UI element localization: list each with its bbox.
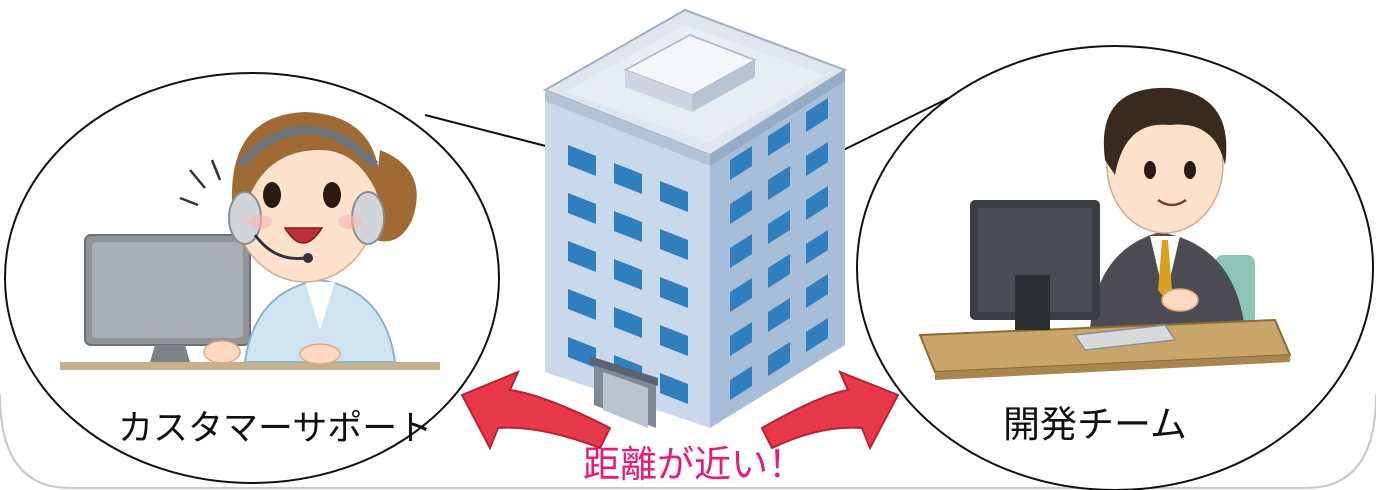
window (614, 307, 642, 338)
window (806, 142, 828, 176)
window (806, 98, 828, 132)
window (768, 254, 790, 288)
window (768, 298, 790, 332)
window (568, 337, 596, 368)
window (614, 259, 642, 290)
window (730, 366, 752, 400)
window (806, 318, 828, 352)
window (614, 211, 642, 242)
window (768, 210, 790, 244)
window (806, 274, 828, 308)
window (660, 277, 688, 308)
customer-support-label: カスタマーサポート (118, 409, 433, 449)
arrow-left (460, 370, 612, 451)
window (768, 342, 790, 376)
distance-close-label: 距離が近い！ (583, 443, 805, 486)
customer-support-person-icon (60, 112, 440, 370)
window (768, 122, 790, 156)
window (730, 234, 752, 268)
window (806, 186, 828, 220)
window (660, 325, 688, 356)
window (614, 163, 642, 194)
window (730, 278, 752, 312)
window (568, 241, 596, 272)
building-windows-right (730, 98, 828, 400)
window (660, 181, 688, 212)
developer-person-icon (918, 87, 1292, 380)
window (806, 230, 828, 264)
background-frame (0, 394, 1376, 489)
window (730, 146, 752, 180)
arrow-right (760, 370, 900, 451)
development-team-label: 開発チーム (1003, 403, 1187, 446)
window (568, 145, 596, 176)
window (730, 322, 752, 356)
window (768, 166, 790, 200)
building-entrance (590, 356, 658, 428)
building-windows-left (568, 145, 688, 404)
window (660, 229, 688, 260)
window (730, 190, 752, 224)
window (568, 193, 596, 224)
window (568, 289, 596, 320)
window (660, 373, 688, 404)
